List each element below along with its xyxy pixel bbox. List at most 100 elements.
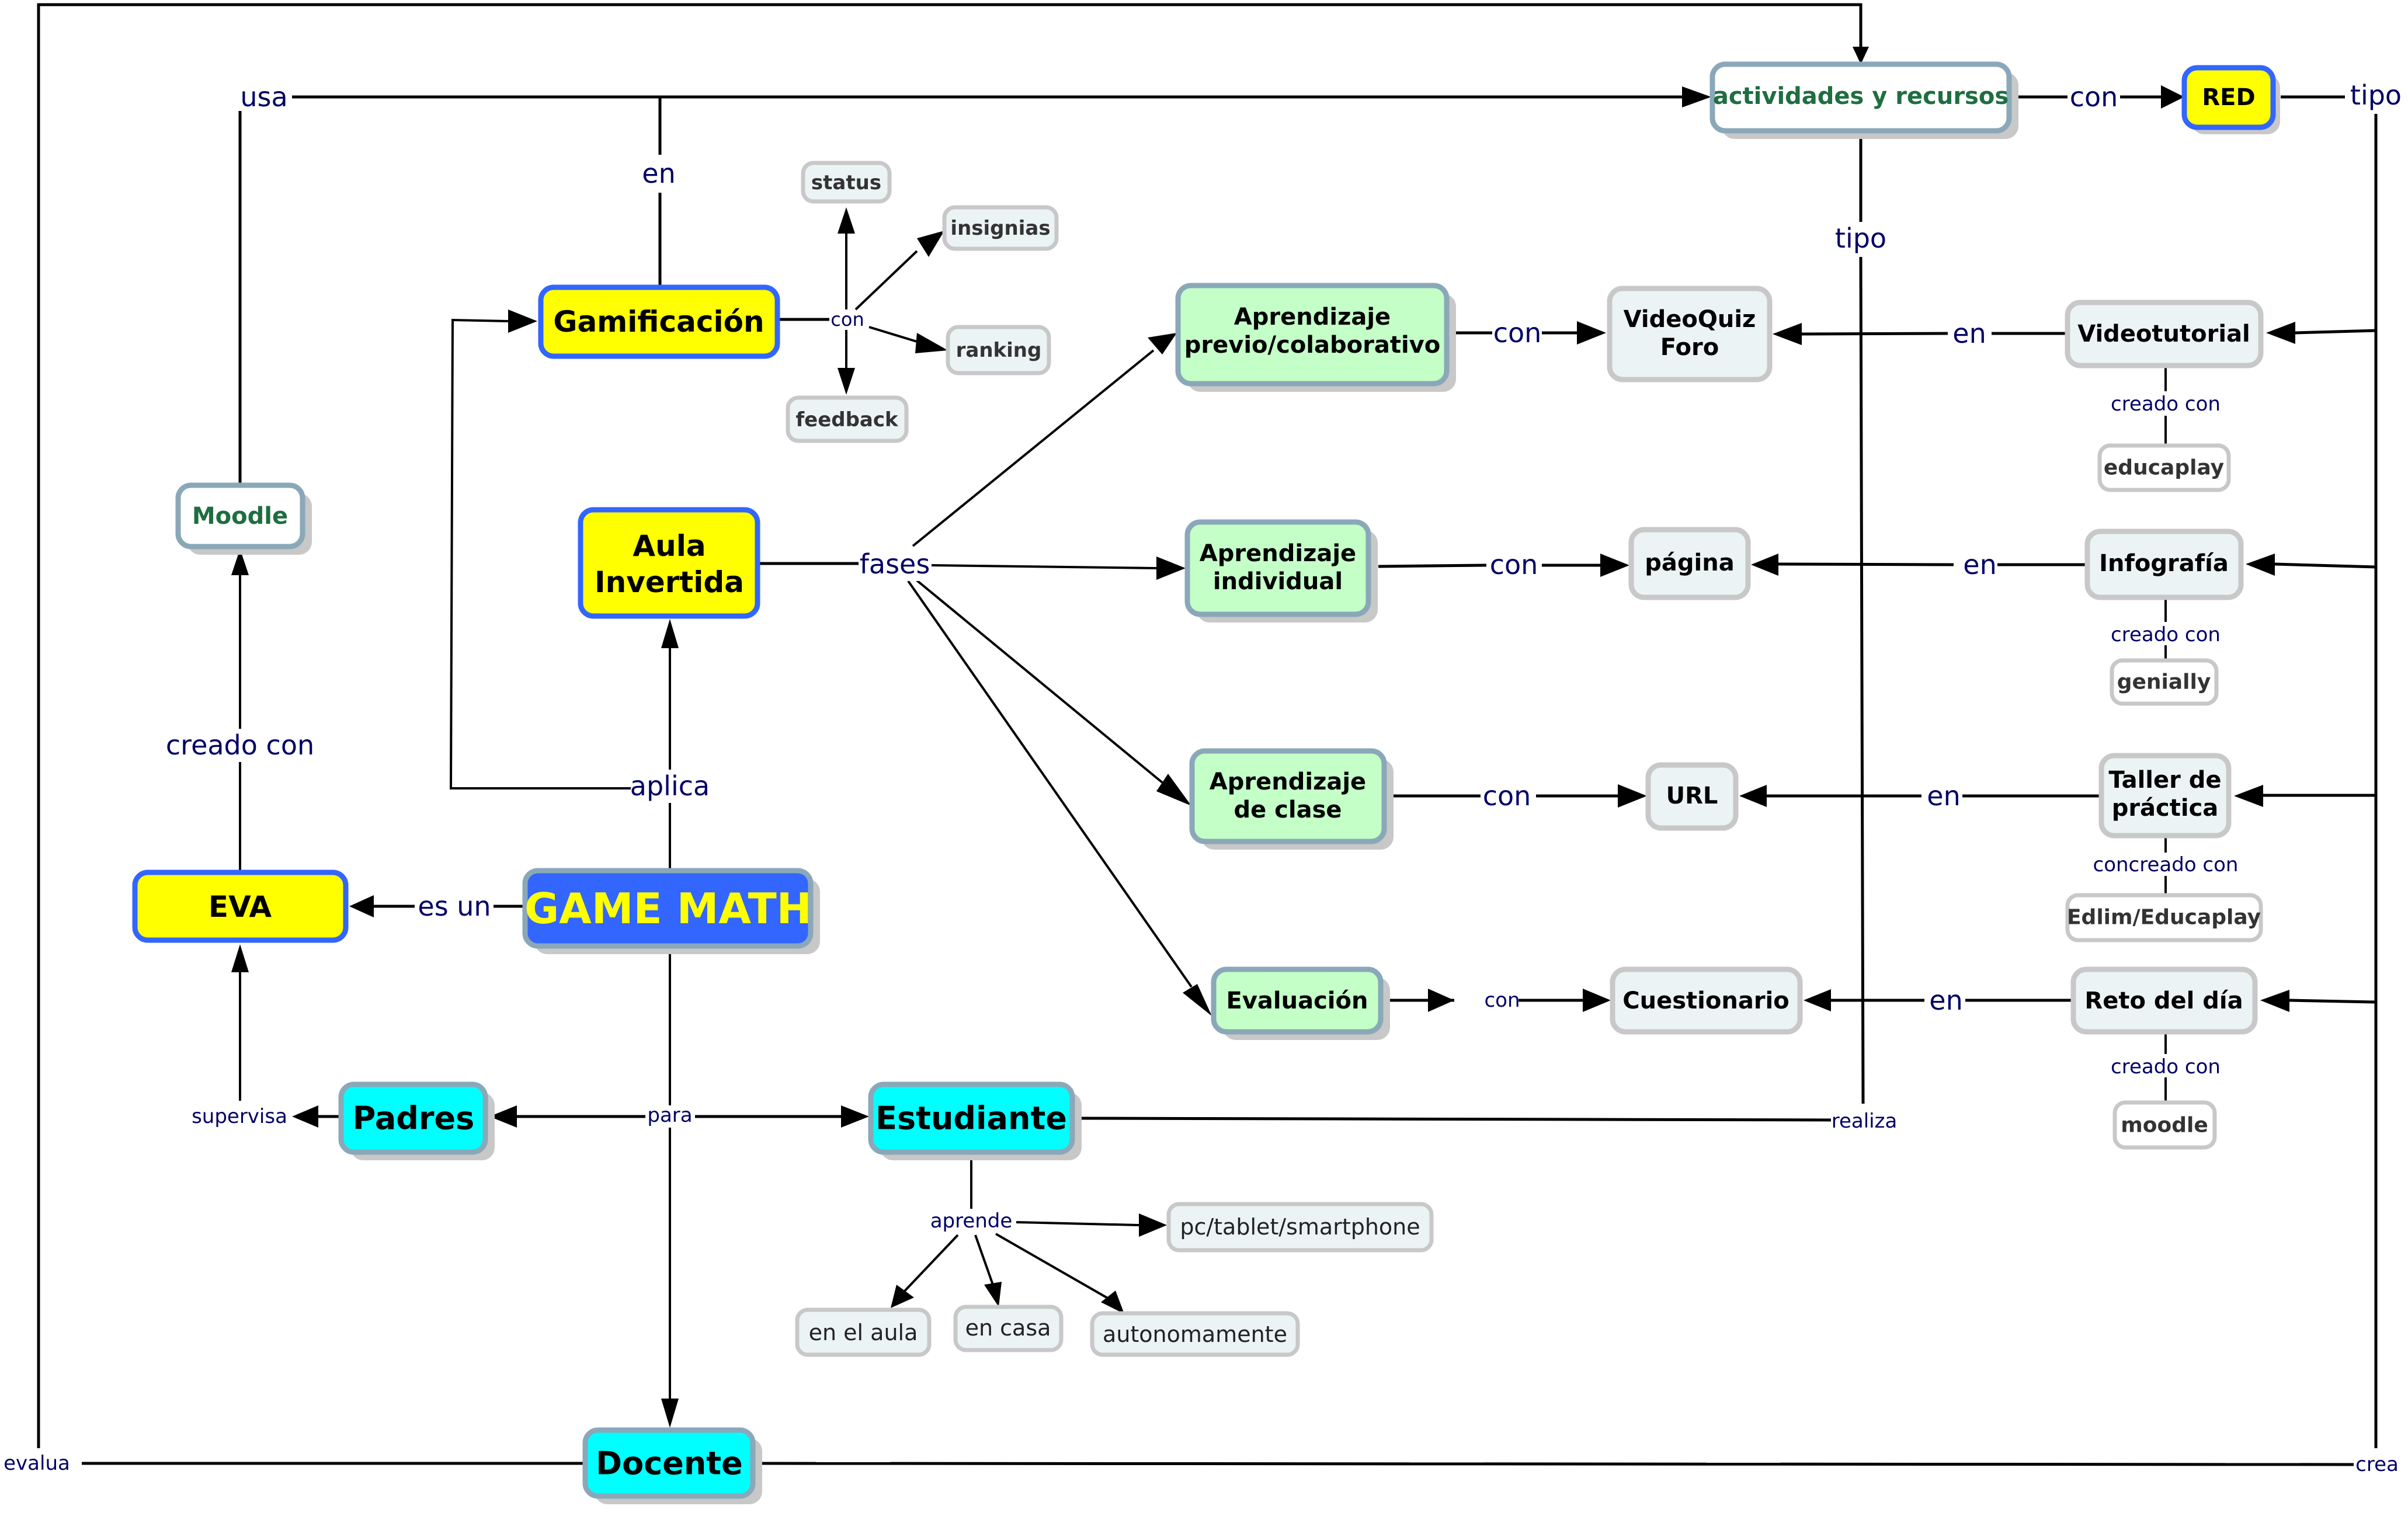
arrow-to-en-casa	[984, 1282, 1002, 1307]
node-individual-label-1: Aprendizaje	[1200, 540, 1356, 567]
link-con-gamif: con	[831, 308, 864, 331]
arrow-to-en-aula	[891, 1285, 914, 1308]
arrow-to-gamificacion	[508, 309, 537, 333]
node-en-aula[interactable]: en el aula	[795, 1307, 932, 1357]
arrow-to-videotutorial	[2266, 322, 2295, 344]
node-cuestionario[interactable]: Cuestionario	[1610, 966, 1803, 1035]
link-en-row3: en	[1921, 780, 1962, 812]
node-autonomamente[interactable]: autonomamente	[1090, 1311, 1300, 1357]
svg-text:evalua: evalua	[4, 1452, 70, 1475]
node-aula-invertida[interactable]: Aula Invertida	[578, 507, 760, 619]
node-videoquiz-label-1: VideoQuiz	[1624, 306, 1756, 333]
node-educaplay[interactable]: educaplay	[2097, 443, 2231, 492]
link-con-row3: con	[1481, 780, 1536, 812]
node-videoquiz[interactable]: VideoQuiz Foro	[1607, 286, 1773, 382]
node-edlim[interactable]: Edlim/Educaplay	[2065, 893, 2263, 942]
node-moodle-label: Moodle	[192, 503, 288, 530]
arrow-to-docente	[661, 1399, 679, 1428]
node-url[interactable]: URL	[1645, 762, 1739, 831]
link-tipo-right: tipo	[2347, 79, 2405, 114]
node-moodle[interactable]: Moodle	[175, 482, 312, 555]
link-con-row4: con	[1455, 989, 1520, 1012]
link-creado-con-r1: creado con	[2108, 392, 2223, 416]
node-game-math[interactable]: GAME MATH	[522, 868, 820, 954]
arrow-to-actividades-left	[1682, 86, 1711, 107]
svg-text:con: con	[2070, 81, 2118, 113]
edge-tipo-videotutorial	[2295, 329, 2376, 335]
node-infografia[interactable]: Infografía	[2084, 528, 2244, 600]
node-en-aula-label: en el aula	[809, 1320, 918, 1345]
svg-text:tipo: tipo	[2350, 79, 2402, 111]
arrow-to-moodle	[231, 549, 249, 575]
node-devices[interactable]: pc/tablet/smartphone	[1166, 1202, 1434, 1253]
node-ranking[interactable]: ranking	[946, 325, 1051, 375]
arrow-to-infografia	[2246, 554, 2275, 576]
node-infografia-label: Infografía	[2099, 550, 2229, 577]
link-realiza: realiza	[1831, 1109, 1901, 1133]
node-feedback[interactable]: feedback	[786, 395, 909, 443]
node-videotutorial[interactable]: Videotutorial	[2065, 300, 2264, 368]
edge-estudiante-realiza	[1072, 1117, 1832, 1122]
node-aprendizaje-previo[interactable]: Aprendizaje previo/colaborativo	[1175, 283, 1456, 392]
node-padres[interactable]: Padres	[338, 1081, 495, 1160]
edge-docente-crea	[752, 1462, 2354, 1466]
node-en-casa-label: en casa	[965, 1315, 1051, 1341]
edge-aprende-devices	[1016, 1221, 1139, 1226]
node-genially[interactable]: genially	[2110, 658, 2219, 706]
node-autonomamente-label: autonomamente	[1103, 1321, 1287, 1347]
edge-aprende-autonomamente	[995, 1233, 1110, 1300]
node-edlim-label: Edlim/Educaplay	[2067, 906, 2261, 930]
link-usa: usa	[238, 81, 291, 113]
edge-fases-evaluacion	[907, 580, 1193, 988]
node-estudiante-label: Estudiante	[875, 1100, 1067, 1137]
node-clase-label-1: Aprendizaje	[1210, 768, 1366, 795]
node-eva[interactable]: EVA	[132, 869, 349, 943]
node-estudiante[interactable]: Estudiante	[868, 1081, 1082, 1160]
node-moodle-small[interactable]: moodle	[2112, 1100, 2217, 1150]
node-docente-label: Docente	[596, 1445, 742, 1482]
node-evaluacion[interactable]: Evaluación	[1211, 966, 1390, 1040]
node-previo-label-2: previo/colaborativo	[1184, 332, 1440, 359]
node-aula-label-1: Aula	[633, 529, 706, 563]
svg-text:creado con: creado con	[2111, 623, 2221, 646]
svg-text:es un: es un	[418, 891, 491, 922]
node-aprendizaje-clase[interactable]: Aprendizaje de clase	[1189, 748, 1394, 850]
node-red[interactable]: RED	[2181, 65, 2280, 134]
svg-text:con: con	[1484, 989, 1520, 1012]
link-en-row4: en	[1924, 985, 1965, 1016]
link-para: para	[645, 1104, 695, 1128]
edge-en-videoquiz	[1801, 332, 1948, 336]
link-creado-con-r4: creado con	[2108, 1055, 2223, 1079]
svg-text:con: con	[831, 308, 864, 331]
arrow-to-url-right	[1739, 785, 1767, 807]
arrow-to-individual	[1156, 556, 1186, 580]
node-docente[interactable]: Docente	[582, 1427, 762, 1504]
link-en-gamif: en	[640, 158, 680, 190]
node-en-casa[interactable]: en casa	[953, 1305, 1064, 1352]
edge-aprende-aula	[901, 1234, 959, 1295]
node-aprendizaje-individual[interactable]: Aprendizaje individual	[1184, 519, 1378, 622]
link-aprende: aprende	[929, 1209, 1015, 1233]
node-reto[interactable]: Reto del día	[2070, 966, 2258, 1035]
edge-fases-previo	[912, 349, 1155, 547]
node-insignias[interactable]: insignias	[942, 205, 1059, 251]
svg-text:para: para	[647, 1104, 692, 1127]
node-taller[interactable]: Taller de práctica	[2098, 753, 2232, 839]
link-con-row1: con	[1492, 317, 1542, 349]
node-clase-label-2: de clase	[1233, 797, 1342, 823]
node-actividades[interactable]: actividades y recursos	[1709, 61, 2018, 139]
svg-text:aplica: aplica	[630, 770, 710, 802]
node-status[interactable]: status	[801, 161, 892, 204]
svg-text:creado con: creado con	[2111, 392, 2221, 416]
node-pagina[interactable]: página	[1628, 527, 1751, 600]
link-con-red: con	[2068, 81, 2120, 113]
arrow-to-pagina-right	[1751, 554, 1778, 576]
svg-text:supervisa: supervisa	[192, 1105, 287, 1128]
node-gamificacion[interactable]: Gamificación	[538, 284, 780, 359]
arrow-to-con-evaluacion	[1428, 989, 1454, 1012]
node-url-label: URL	[1666, 782, 1718, 809]
link-crea: crea	[2354, 1453, 2406, 1476]
svg-text:creado con: creado con	[2111, 1055, 2221, 1079]
svg-text:usa: usa	[240, 81, 287, 113]
